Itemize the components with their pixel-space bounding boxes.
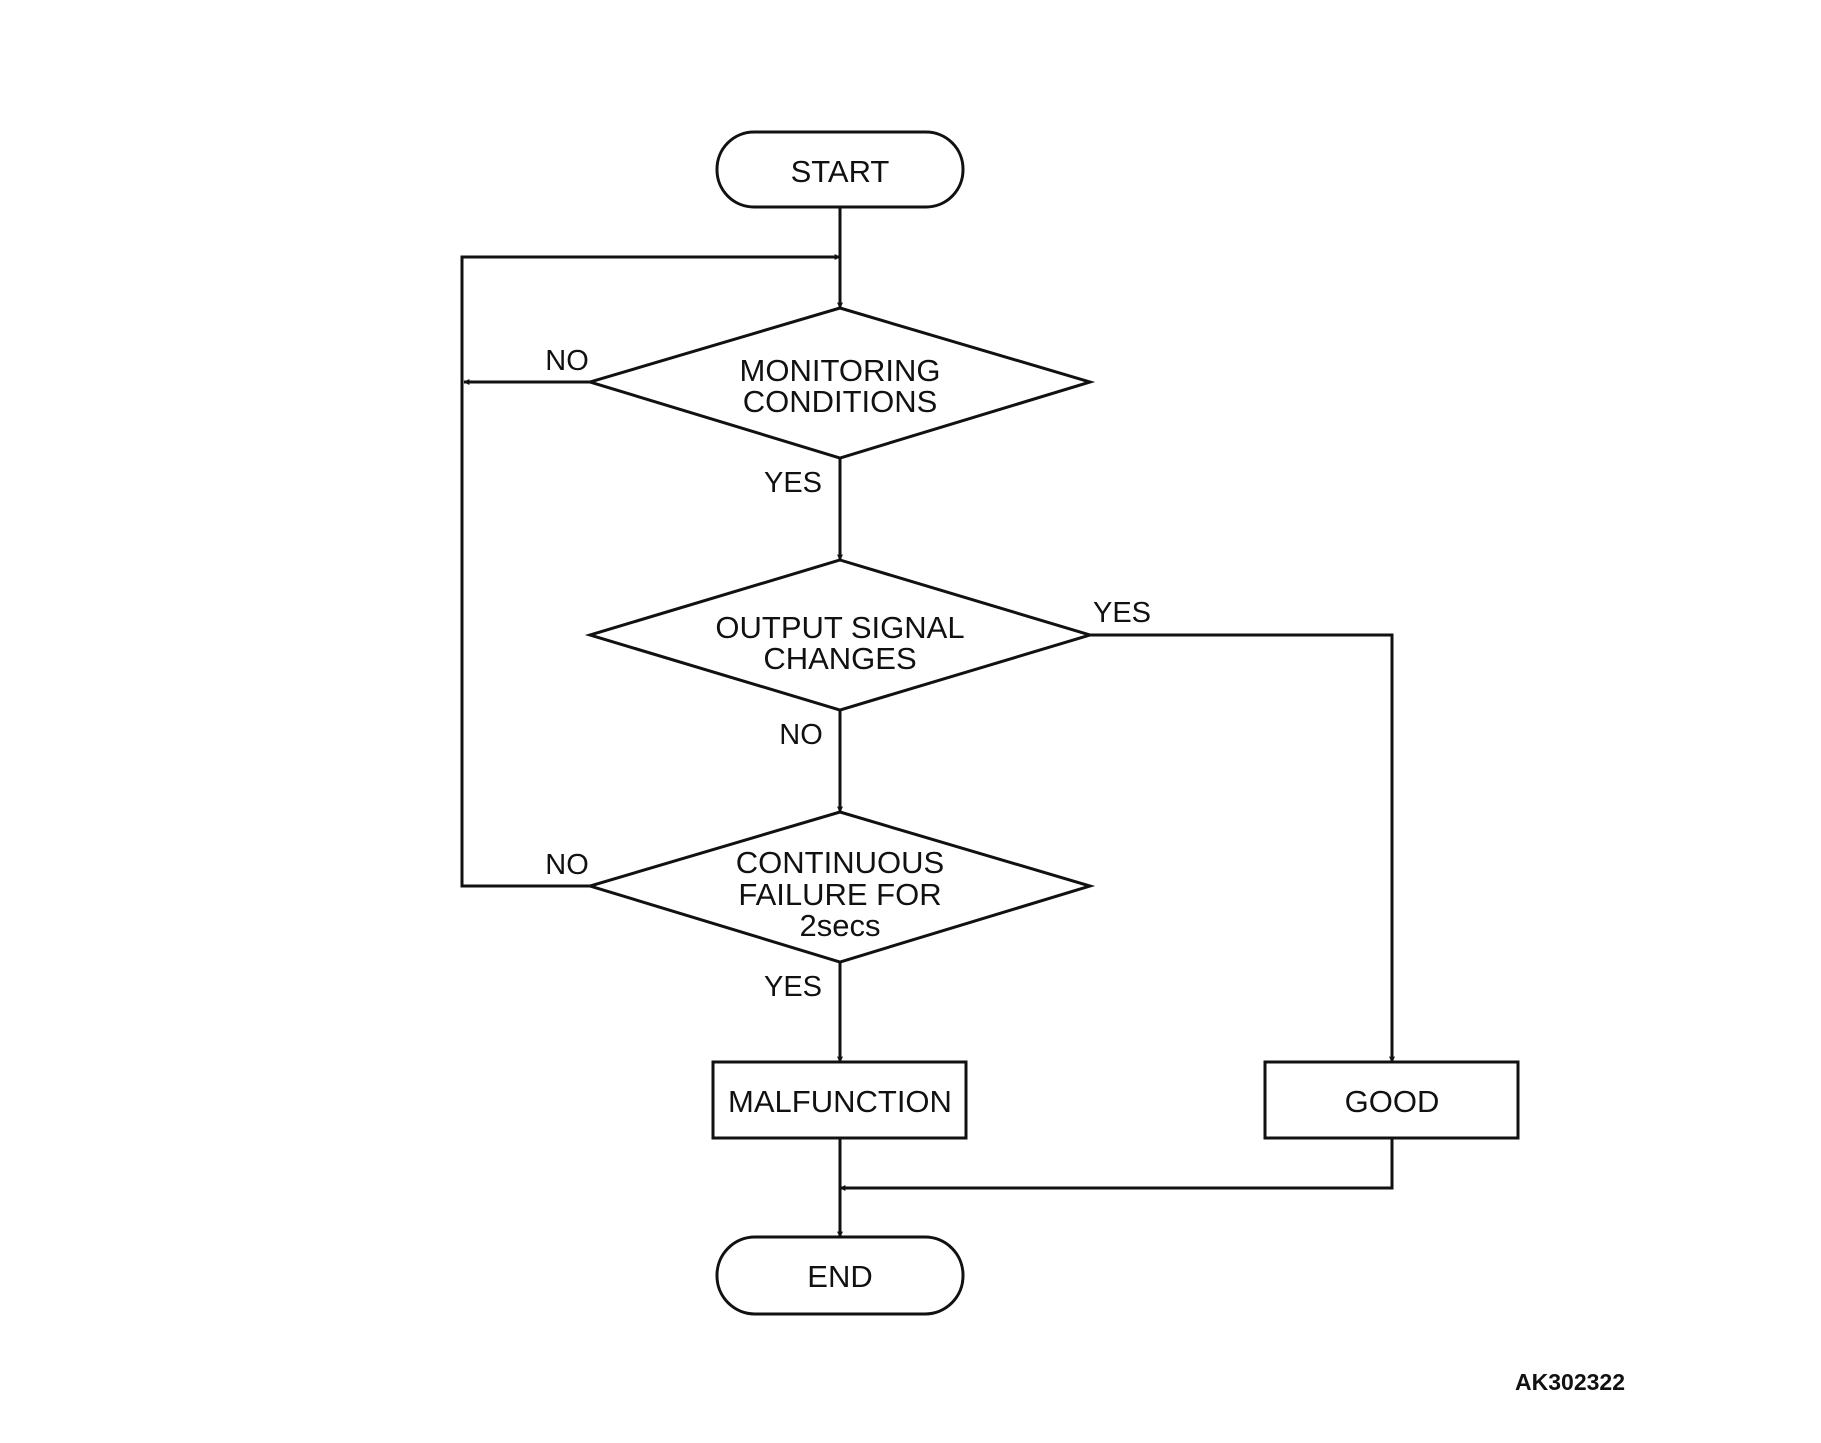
start-terminal-shape bbox=[715, 130, 965, 209]
start-label: START bbox=[791, 154, 890, 189]
output-signal-label-line-1: OUTPUT SIGNAL bbox=[715, 610, 964, 645]
continuous-failure-label-line-1: CONTINUOUS bbox=[736, 845, 944, 880]
node-monitoring-conditions: MONITORING CONDITIONS bbox=[584, 306, 1096, 460]
malfunction-label: MALFUNCTION bbox=[728, 1084, 952, 1119]
node-good: GOOD bbox=[1263, 1060, 1520, 1140]
output-signal-no-label: NO bbox=[779, 719, 823, 751]
edge-loop-return-to-monitoring bbox=[460, 254, 841, 382]
malfunction-process-shape bbox=[711, 1060, 968, 1140]
continuous-failure-label-line-2: FAILURE FOR bbox=[738, 877, 941, 912]
node-end: END bbox=[715, 1235, 965, 1316]
edge-continuous-failure-no bbox=[460, 382, 590, 888]
node-start: START bbox=[715, 130, 965, 209]
continuous-failure-label-line-3: 2secs bbox=[800, 908, 881, 943]
output-signal-decision-shape bbox=[584, 558, 1096, 712]
edge-output-signal-yes bbox=[1090, 633, 1395, 1063]
monitoring-no-label: NO bbox=[545, 345, 589, 377]
output-signal-label-line-2: CHANGES bbox=[763, 641, 916, 676]
edge-good-to-end bbox=[839, 1138, 1394, 1191]
output-signal-yes-label: YES bbox=[1093, 597, 1151, 629]
node-continuous-failure: CONTINUOUS FAILURE FOR 2secs bbox=[584, 810, 1096, 964]
monitoring-yes-label: YES bbox=[764, 467, 822, 499]
figure-id-label: AK302322 bbox=[1515, 1369, 1625, 1395]
node-malfunction: MALFUNCTION bbox=[711, 1060, 968, 1140]
monitoring-label-line-1: MONITORING bbox=[740, 353, 941, 388]
branch-labels: NO YES YES NO NO YES bbox=[545, 345, 1151, 1003]
continuous-failure-yes-label: YES bbox=[764, 971, 822, 1003]
monitoring-label-line-2: CONDITIONS bbox=[743, 384, 938, 419]
end-label: END bbox=[807, 1259, 872, 1294]
good-process-shape bbox=[1263, 1060, 1520, 1140]
end-terminal-shape bbox=[715, 1235, 965, 1316]
continuous-failure-no-label: NO bbox=[545, 849, 589, 881]
node-output-signal-changes: OUTPUT SIGNAL CHANGES bbox=[584, 558, 1096, 712]
good-label: GOOD bbox=[1345, 1084, 1440, 1119]
monitoring-decision-shape bbox=[584, 306, 1096, 460]
continuous-failure-decision-shape bbox=[584, 810, 1096, 964]
edges-layer bbox=[460, 207, 1395, 1238]
